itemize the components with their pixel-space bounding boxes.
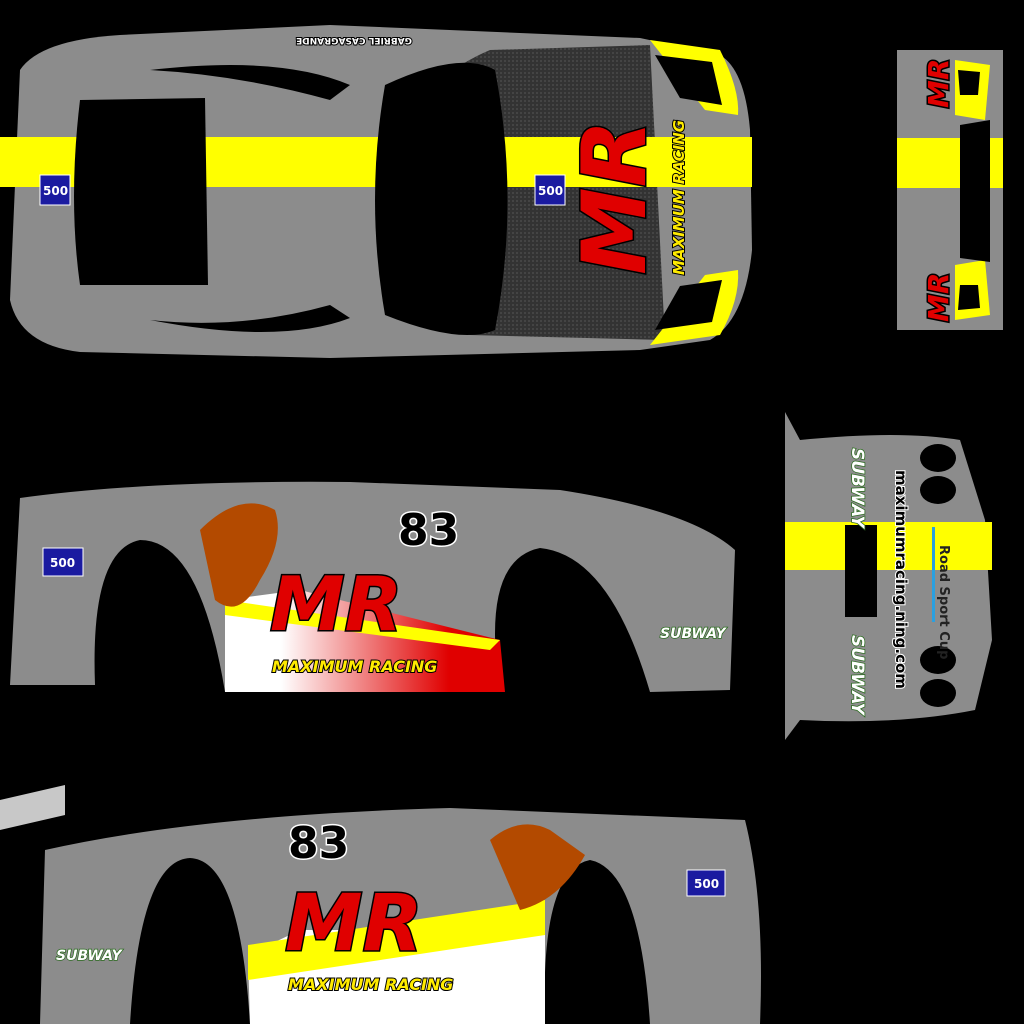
sponsor-500-text: 500 (694, 877, 719, 891)
eagle-emblem (490, 824, 585, 910)
mr-logo: MR (285, 879, 423, 969)
top-view: GABRIEL CASAGRANDE MR MAXIMUM RACING 500… (0, 25, 752, 358)
sponsor-500-text: 500 (538, 184, 563, 198)
sponsor-500-badge: 500 (42, 547, 84, 577)
panel-fragment (0, 785, 65, 830)
road-sport-cup-logo: Road Sport Cup (936, 545, 951, 659)
team-name: MAXIMUM RACING (272, 657, 437, 676)
website-url: maximumracing.ning.com (892, 470, 910, 689)
sponsor-500-badge: 500 (534, 174, 566, 206)
side-view-right: 83 MR MAXIMUM RACING SUBWAY 500 (40, 808, 761, 1024)
subway-logo: SUBWAY (847, 635, 867, 716)
side-view-left: 83 MR MAXIMUM RACING SUBWAY 500 (10, 481, 735, 692)
sponsor-500-badge: 500 (686, 869, 726, 897)
subway-logo: SUBWAY (56, 948, 124, 964)
sponsor-500-text: 500 (50, 556, 75, 570)
subway-logo: SUBWAY (660, 626, 728, 642)
sponsor-500-badge: 500 (39, 174, 71, 206)
sponsor-500-text: 500 (43, 184, 68, 198)
subway-logo: SUBWAY (847, 448, 867, 529)
eagle-emblem (200, 503, 278, 607)
team-name: MAXIMUM RACING (288, 975, 453, 994)
mr-logo: MR (270, 560, 402, 648)
mr-logo-small: MR (922, 273, 955, 322)
car-number: 83 (288, 818, 349, 869)
team-name: MAXIMUM RACING (670, 120, 688, 275)
mr-logo: MR (563, 120, 666, 275)
rear-panel: MR MR (897, 50, 1003, 330)
car-number: 83 (398, 505, 459, 556)
driver-name: GABRIEL CASAGRANDE (296, 35, 412, 45)
mr-logo-small: MR (922, 59, 955, 108)
front-panel: SUBWAY SUBWAY maximumracing.ning.com Roa… (785, 412, 992, 740)
